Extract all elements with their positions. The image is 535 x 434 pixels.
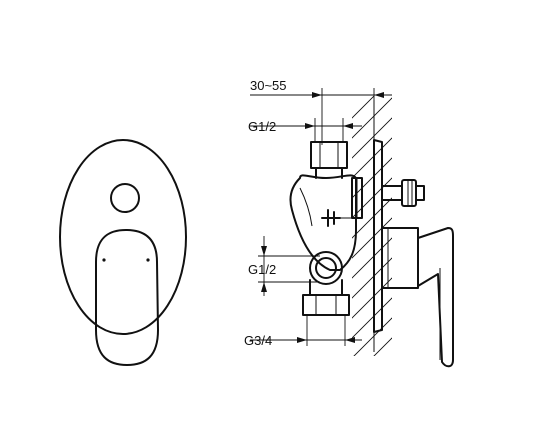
dim-label-outlet: G3/4 (244, 333, 272, 348)
side-inlet-ring-outer (309, 251, 343, 285)
valve-body (289, 141, 363, 316)
handle-dot-right (146, 258, 150, 262)
cover-plate-outline (59, 139, 187, 335)
lever-blade (417, 227, 454, 368)
handle-dot-left (102, 258, 106, 262)
lever-handle (95, 229, 159, 366)
side-inlet-ring-inner (315, 257, 337, 279)
dimension-g12-top: G1/2 (248, 118, 362, 142)
top-inlet-nut (310, 141, 348, 169)
dim-label-inlet-top: G1/2 (248, 119, 276, 134)
bottom-outlet-nut (302, 294, 350, 316)
cover-plate-profile (373, 139, 383, 333)
lever-hub (381, 227, 419, 289)
diverter-knob-side (401, 179, 417, 207)
diverter-knob (110, 183, 140, 213)
lever-side (381, 227, 454, 368)
dimension-g34: G3/4 (244, 316, 362, 348)
front-view (59, 139, 187, 366)
valve-housing (289, 174, 357, 271)
dim-label-depth: 30~55 (250, 78, 287, 93)
side-view (289, 96, 454, 368)
dimension-g12-side: G1/2 (248, 236, 320, 296)
dim-label-inlet-side: G1/2 (248, 262, 276, 277)
diverter-side (381, 179, 425, 207)
dimension-30-55: 30~55 (250, 78, 392, 145)
wall-hatching (352, 96, 392, 356)
